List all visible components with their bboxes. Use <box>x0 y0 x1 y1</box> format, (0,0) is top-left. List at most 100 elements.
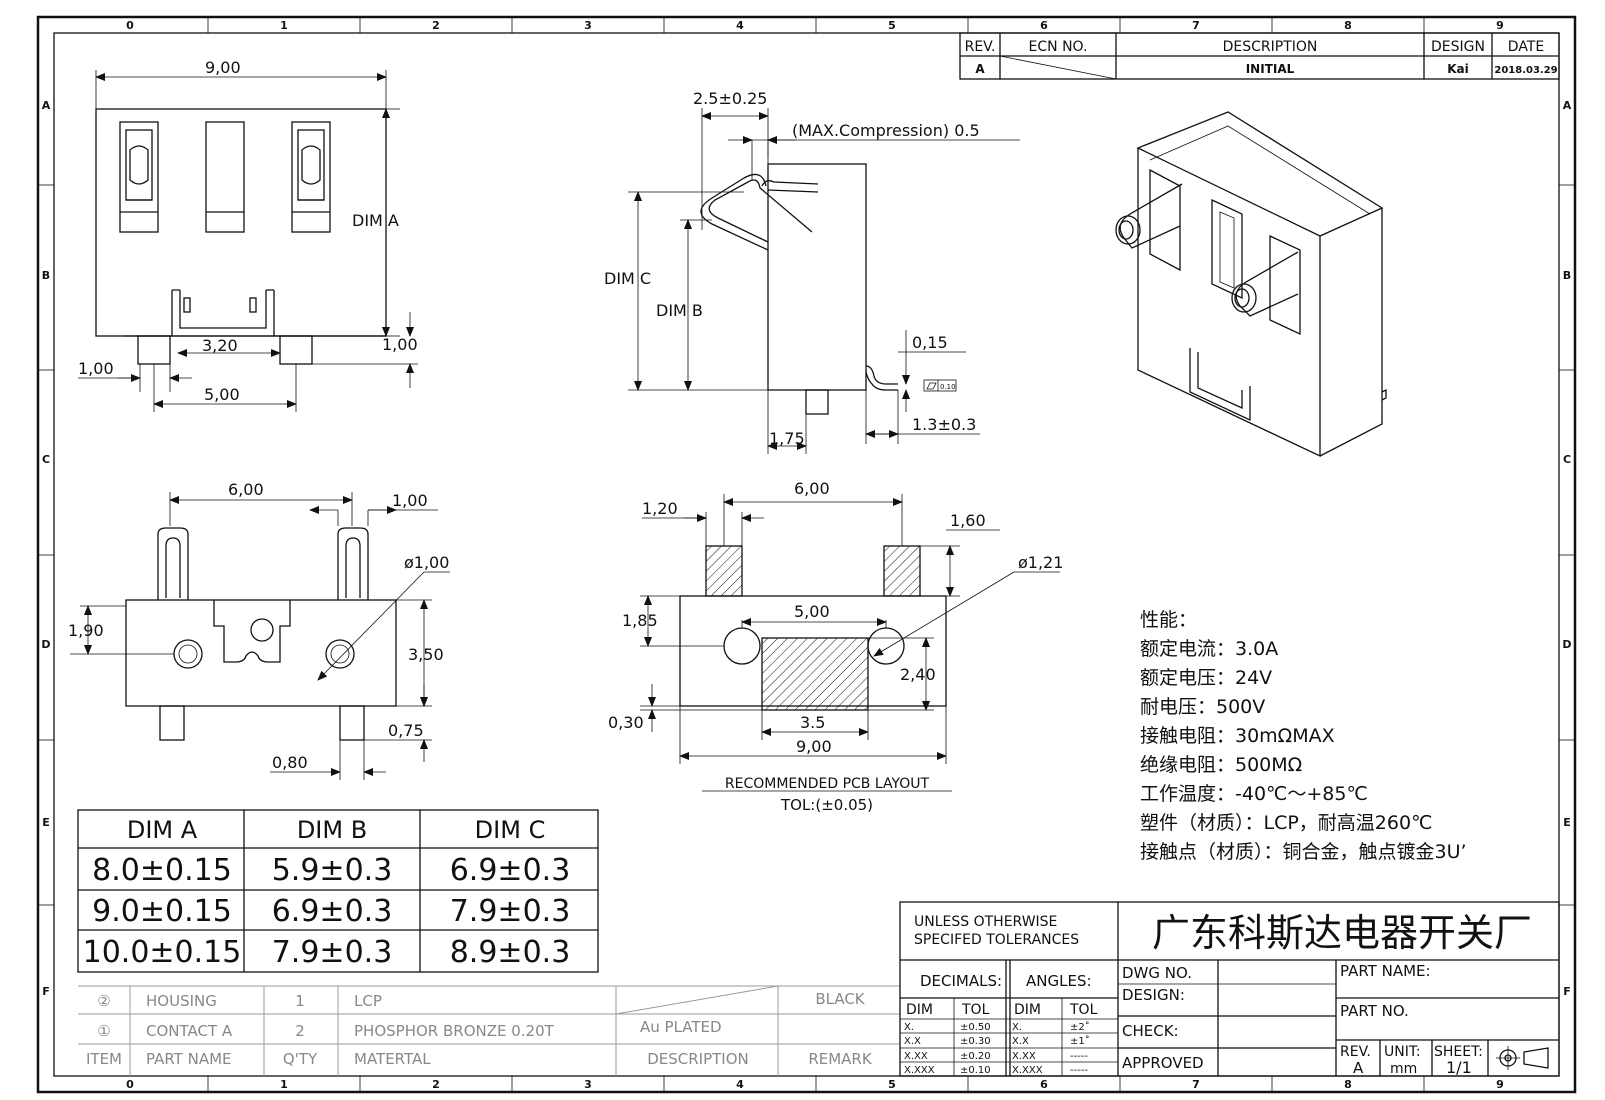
bom-text: ② HOUSING 1 LCP BLACK ① CONTACT A 2 PHOS… <box>86 990 873 1068</box>
decimal-dim: X.XX <box>904 1051 928 1062</box>
bom-material: LCP <box>354 992 382 1010</box>
col-label: 2 <box>432 19 440 32</box>
dim-table-cell: 7.9±0.3 <box>272 935 393 970</box>
bottom-view <box>70 492 450 780</box>
angle-tol: ----- <box>1070 1065 1088 1076</box>
pcb-dim-240: 2,40 <box>900 665 936 684</box>
pcb-dim-900: 9,00 <box>796 737 832 756</box>
bom-header-part: PART NAME <box>146 1050 232 1068</box>
dim-075: 0,75 <box>388 721 424 740</box>
rev-header: REV. <box>965 39 996 55</box>
date-value: 2018.03.29 <box>1494 65 1557 76</box>
decimal-tol: ±0.10 <box>960 1065 991 1076</box>
col-label: 3 <box>584 19 592 32</box>
rev-value: A <box>1353 1059 1364 1077</box>
bom-header-material: MATERTAL <box>354 1050 431 1068</box>
sheet-frame <box>36 15 1577 1094</box>
ecn-header: ECN NO. <box>1029 39 1088 55</box>
dim-b-label: DIM B <box>656 301 703 320</box>
dim-col-label: DIM <box>906 1002 933 1018</box>
dim-600: 6,00 <box>228 480 264 499</box>
dim-table-cell: 8.9±0.3 <box>450 935 571 970</box>
col-label: 0 <box>126 1078 134 1091</box>
decimal-tol: ±0.50 <box>960 1022 991 1033</box>
decimals-label: DECIMALS: <box>920 972 1002 990</box>
decimal-dim: X.XXX <box>904 1065 935 1076</box>
decimal-tol: ±0.20 <box>960 1051 991 1062</box>
dim-13: 1.3±0.3 <box>912 415 976 434</box>
spec-line: 额定电压：24V <box>1140 667 1272 689</box>
tol-col-label: TOL <box>1069 1002 1098 1018</box>
part-no-label: PART NO. <box>1340 1002 1409 1020</box>
row-label: A <box>42 99 51 112</box>
col-label: 4 <box>736 19 744 32</box>
row-label: C <box>1563 453 1571 466</box>
dim-100: 1,00 <box>392 491 428 510</box>
row-label: A <box>1563 99 1572 112</box>
row-label: F <box>42 985 50 998</box>
dim-320: 3,20 <box>202 336 238 355</box>
bom-header-description: DESCRIPTION <box>647 1050 749 1068</box>
bom-material: PHOSPHOR BRONZE 0.20T <box>354 1022 555 1040</box>
side-view <box>628 108 1020 454</box>
bom-qty: 1 <box>295 992 305 1010</box>
dim-diameter: ø1,00 <box>404 553 449 572</box>
bom-item: ② <box>97 992 110 1010</box>
angle-tol: ----- <box>1070 1051 1088 1062</box>
tolerance-note: UNLESS OTHERWISE <box>914 914 1057 930</box>
title-block-text: UNLESS OTHERWISE SPECIFED TOLERANCES 广东科… <box>904 911 1532 1077</box>
pcb-dim-160: 1,60 <box>950 511 986 530</box>
dim-table-cell: 5.9±0.3 <box>272 853 393 888</box>
angle-dim: X.X <box>1012 1036 1029 1047</box>
dim-table-cell: 7.9±0.3 <box>450 894 571 929</box>
approved-label: APPROVED <box>1122 1054 1204 1072</box>
row-label: C <box>42 453 50 466</box>
check-label: CHECK: <box>1122 1022 1179 1040</box>
pcb-layout-tolerance: TOL:(±0.05) <box>780 796 873 814</box>
pcb-dim-35: 3.5 <box>800 713 825 732</box>
grid-labels: 0 1 2 3 4 5 6 7 8 9 0 1 2 3 4 5 6 7 8 9 … <box>41 19 1571 1091</box>
dim-table-header: DIM C <box>475 816 546 844</box>
dim-width-900: 9,00 <box>205 58 241 77</box>
design-value: Kai <box>1447 62 1469 76</box>
bom-part: CONTACT A <box>146 1022 233 1040</box>
dim-015: 0,15 <box>912 333 948 352</box>
bom-remark: BLACK <box>815 990 865 1008</box>
flatness-value: 0.10 <box>940 383 956 391</box>
dim-table-header: DIM B <box>297 816 367 844</box>
col-label: 2 <box>432 1078 440 1091</box>
dim-table-text: DIM A DIM B DIM C 8.0±0.15 5.9±0.3 6.9±0… <box>83 816 571 970</box>
dim-table <box>77 809 599 973</box>
col-label: 8 <box>1344 19 1352 32</box>
dim-table-header: DIM A <box>127 816 198 844</box>
angle-dim: X. <box>1012 1022 1022 1033</box>
dim-table-cell: 10.0±0.15 <box>83 935 242 970</box>
pcb-dim-600: 6,00 <box>794 479 830 498</box>
col-label: 9 <box>1496 1078 1504 1091</box>
pcb-dim-030: 0,30 <box>608 713 644 732</box>
dim-100-left: 1,00 <box>78 359 114 378</box>
row-label: D <box>41 638 50 651</box>
spec-line: 工作温度：-40℃～+85℃ <box>1140 783 1368 805</box>
tolerance-note: SPECIFED TOLERANCES <box>914 932 1079 948</box>
row-label: B <box>1563 269 1571 282</box>
angle-dim: X.XX <box>1012 1051 1036 1062</box>
col-label: 6 <box>1040 1078 1048 1091</box>
dim-175: 1,75 <box>769 429 805 448</box>
bom-description: Au PLATED <box>640 1018 722 1036</box>
row-label: E <box>42 816 50 829</box>
dim-table-cell: 8.0±0.15 <box>92 853 232 888</box>
spec-line: 耐电压：500V <box>1140 696 1265 718</box>
bom-part: HOUSING <box>146 992 217 1010</box>
dim-a-label: DIM A <box>352 211 399 230</box>
unit-label: UNIT: <box>1384 1044 1421 1060</box>
unit-value: mm <box>1390 1061 1417 1077</box>
sheet-label: SHEET: <box>1434 1044 1483 1060</box>
pcb-dim-185: 1,85 <box>622 611 658 630</box>
bom-qty: 2 <box>295 1022 305 1040</box>
dim-350: 3,50 <box>408 645 444 664</box>
side-view-dims: 2.5±0.25 (MAX.Compression) 0.5 DIM C DIM… <box>604 89 980 448</box>
dim-table-cell: 6.9±0.3 <box>450 853 571 888</box>
angle-tol: ±1˚ <box>1070 1035 1090 1047</box>
